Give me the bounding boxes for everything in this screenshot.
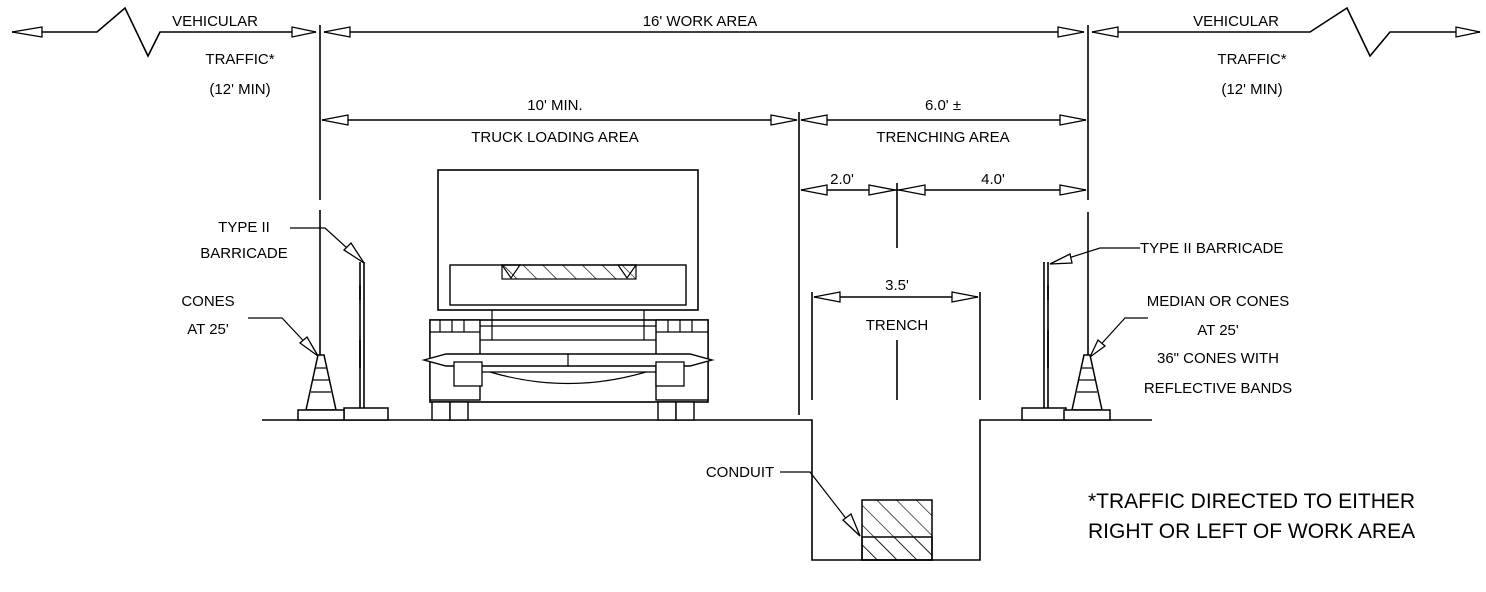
truck bbox=[421, 169, 715, 421]
cones-36-label: 36" CONES WITH bbox=[1157, 350, 1279, 367]
six-ft-dimension bbox=[800, 114, 1087, 126]
traffic-left-label: TRAFFIC* bbox=[205, 51, 274, 68]
reflective-bands-label: REFLECTIVE BANDS bbox=[1144, 380, 1292, 397]
truck-loading-label: TRUCK LOADING AREA bbox=[471, 129, 639, 146]
trench-dimension bbox=[811, 291, 981, 400]
four-ft-label: 4.0' bbox=[981, 171, 1005, 188]
two-ft-label: 2.0' bbox=[830, 171, 854, 188]
trenching-area-label: TRENCHING AREA bbox=[876, 129, 1009, 146]
top-dimension-line bbox=[11, 6, 1481, 58]
conduit-label: CONDUIT bbox=[706, 464, 774, 481]
cones-label: CONES bbox=[181, 293, 234, 310]
work-area-label: 16' WORK AREA bbox=[643, 13, 758, 30]
left-cone bbox=[248, 317, 345, 421]
six-ft-label: 6.0' ± bbox=[925, 97, 961, 114]
traffic-right-label: TRAFFIC* bbox=[1217, 51, 1286, 68]
traffic-note-line2: RIGHT OR LEFT OF WORK AREA bbox=[1088, 520, 1415, 543]
barricade-label: BARRICADE bbox=[200, 245, 288, 262]
trench-label: TRENCH bbox=[866, 317, 929, 334]
ten-min-label: 10' MIN. bbox=[527, 97, 582, 114]
conduit bbox=[780, 471, 933, 561]
two-four-dimension bbox=[800, 183, 1087, 248]
left-barricade bbox=[290, 227, 389, 421]
ground-and-trench bbox=[262, 419, 1152, 561]
type-ii-barricade-right-label: TYPE II BARRICADE bbox=[1140, 240, 1283, 257]
three-five-label: 3.5' bbox=[885, 277, 909, 294]
median-or-cones-label: MEDIAN OR CONES bbox=[1147, 293, 1290, 310]
right-cone bbox=[1063, 317, 1148, 421]
right-barricade bbox=[1021, 247, 1140, 421]
type-ii-label: TYPE II bbox=[218, 219, 270, 236]
traffic-note-line1: *TRAFFIC DIRECTED TO EITHER bbox=[1088, 490, 1415, 513]
vehicular-left-label: VEHICULAR bbox=[172, 13, 258, 30]
ten-min-dimension bbox=[321, 114, 798, 126]
min-right-label: (12' MIN) bbox=[1221, 81, 1282, 98]
at-25-right-label: AT 25' bbox=[1197, 322, 1239, 339]
at-25-left-label: AT 25' bbox=[187, 321, 229, 338]
vehicular-right-label: VEHICULAR bbox=[1193, 13, 1279, 30]
min-left-label: (12' MIN) bbox=[209, 81, 270, 98]
